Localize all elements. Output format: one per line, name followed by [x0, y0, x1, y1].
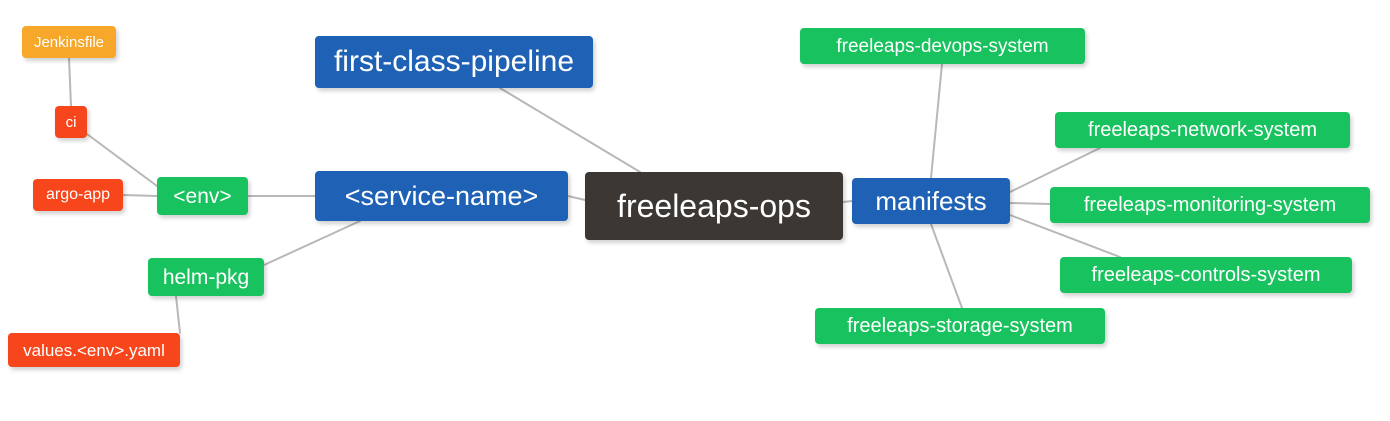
node-label-jenkinsfile: Jenkinsfile — [33, 33, 105, 51]
node-label-argo-app: argo-app — [45, 186, 111, 203]
node-manifests[interactable]: manifests — [852, 178, 1010, 224]
edge-values-helmpkg — [175, 295, 181, 334]
edge-manifests-storage — [930, 223, 963, 309]
node-service-name[interactable]: <service-name> — [315, 171, 568, 221]
edge-manifests-devops — [930, 63, 943, 179]
node-freeleaps-controls-system[interactable]: freeleaps-controls-system — [1060, 257, 1352, 293]
node-freeleaps-storage-system[interactable]: freeleaps-storage-system — [815, 308, 1105, 344]
edge-servicename-ops — [567, 195, 586, 201]
node-freeleaps-network-system[interactable]: freeleaps-network-system — [1055, 112, 1350, 148]
node-helm-pkg[interactable]: helm-pkg — [148, 258, 264, 296]
node-label-first-class-pipeline: first-class-pipeline — [333, 45, 575, 78]
edge-jenkinsfile-ci — [68, 57, 72, 107]
node-label-freeleaps-ops: freeleaps-ops — [617, 188, 811, 224]
node-ci[interactable]: ci — [55, 106, 87, 138]
node-label-env: <env> — [173, 184, 232, 208]
node-label-ci: ci — [65, 113, 77, 131]
edge-helmpkg-servicename — [263, 220, 361, 266]
node-env[interactable]: <env> — [157, 177, 248, 215]
edge-manifests-monitoring — [1009, 202, 1051, 205]
node-freeleaps-ops[interactable]: freeleaps-ops — [585, 172, 843, 240]
node-label-manifests: manifests — [875, 186, 987, 216]
node-argo-app[interactable]: argo-app — [33, 179, 123, 211]
node-freeleaps-devops-system[interactable]: freeleaps-devops-system — [800, 28, 1085, 64]
edge-ops-manifests — [842, 200, 853, 203]
node-label-helm-pkg: helm-pkg — [162, 265, 250, 289]
node-label-freeleaps-monitoring-system: freeleaps-monitoring-system — [1083, 194, 1337, 216]
node-first-class-pipeline[interactable]: first-class-pipeline — [315, 36, 593, 88]
node-freeleaps-monitoring-system[interactable]: freeleaps-monitoring-system — [1050, 187, 1370, 223]
edge-manifests-network — [1009, 147, 1101, 193]
node-values-yaml[interactable]: values.<env>.yaml — [8, 333, 180, 367]
node-jenkinsfile[interactable]: Jenkinsfile — [22, 26, 116, 58]
edge-pipeline-ops — [499, 87, 641, 173]
node-label-values-yaml: values.<env>.yaml — [23, 340, 165, 360]
node-label-freeleaps-network-system: freeleaps-network-system — [1088, 119, 1317, 141]
node-label-service-name: <service-name> — [344, 180, 539, 211]
edge-argoapp-env — [122, 194, 158, 197]
node-label-freeleaps-controls-system: freeleaps-controls-system — [1091, 264, 1321, 286]
node-label-freeleaps-devops-system: freeleaps-devops-system — [836, 35, 1049, 57]
node-label-freeleaps-storage-system: freeleaps-storage-system — [847, 315, 1073, 337]
